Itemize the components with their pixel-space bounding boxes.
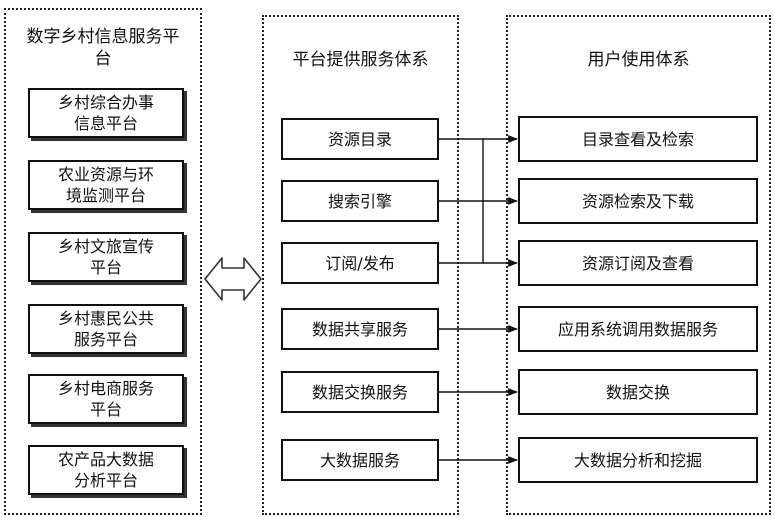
usage-box-4: 应用系统调用数据服务 [518,306,758,352]
service-box-6: 大数据服务 [281,439,439,481]
usage-box-6: 大数据分析和挖掘 [518,437,758,483]
usage-box-1: 目录查看及检索 [518,116,758,162]
usage-box-2: 资源检索及下载 [518,178,758,224]
platform-box-6: 农产品大数据分析平台 [28,445,184,495]
service-6-label: 大数据服务 [319,450,400,470]
platform-1-line2: 信息平台 [73,114,138,133]
platform-box-3: 乡村文旅宣传平台 [28,232,184,282]
platform-4-line2: 服务平台 [73,330,138,349]
service-box-4: 数据共享服务 [281,308,439,350]
platform-2-line1: 农业资源与环 [57,165,154,184]
usage-box-3: 资源订阅及查看 [518,240,758,286]
platform-box-2: 农业资源与环境监测平台 [28,160,184,210]
right-panel-title-text: 用户使用体系 [587,50,690,70]
service-box-1: 资源目录 [281,118,439,160]
usage-4-label: 应用系统调用数据服务 [557,319,718,339]
left-panel-title: 数字乡村信息服务平台 [6,26,200,70]
service-box-2: 搜索引擎 [281,180,439,222]
service-1-label: 资源目录 [327,129,392,149]
service-box-5: 数据交换服务 [281,371,439,413]
service-box-3: 订阅/发布 [281,242,439,284]
left-panel-title-text: 数字乡村信息服务平台 [26,27,180,69]
platform-box-4: 乡村惠民公共服务平台 [28,304,184,354]
usage-box-5: 数据交换 [518,369,758,415]
usage-6-label: 大数据分析和挖掘 [573,450,702,470]
platform-2-line2: 境监测平台 [65,186,146,205]
platform-3-line2: 平台 [89,258,122,277]
platform-4-line1: 乡村惠民公共 [57,309,154,328]
usage-1-label: 目录查看及检索 [581,129,694,149]
middle-panel-title-text: 平台提供服务体系 [292,50,429,70]
platform-box-5: 乡村电商服务平台 [28,374,184,424]
usage-2-label: 资源检索及下载 [581,191,694,211]
service-2-label: 搜索引擎 [327,191,392,211]
platform-3-line1: 乡村文旅宣传 [57,237,154,256]
usage-5-label: 数据交换 [605,382,670,402]
usage-3-label: 资源订阅及查看 [581,253,694,273]
left-panel: 数字乡村信息服务平台 [4,8,202,515]
platform-1-line1: 乡村综合办事 [57,93,154,112]
platform-6-line1: 农产品大数据 [57,450,154,469]
platform-box-1: 乡村综合办事信息平台 [28,88,184,138]
middle-panel-title: 平台提供服务体系 [264,49,457,71]
service-5-label: 数据交换服务 [311,382,408,402]
right-panel: 用户使用体系 [506,15,771,515]
platform-5-line2: 平台 [89,400,122,419]
service-3-label: 订阅/发布 [325,253,395,273]
double-arrow-icon [204,257,262,301]
platform-6-line2: 分析平台 [73,471,138,490]
right-panel-title: 用户使用体系 [508,49,769,71]
platform-5-line1: 乡村电商服务 [57,379,154,398]
middle-panel: 平台提供服务体系 [262,15,459,515]
service-4-label: 数据共享服务 [311,319,408,339]
